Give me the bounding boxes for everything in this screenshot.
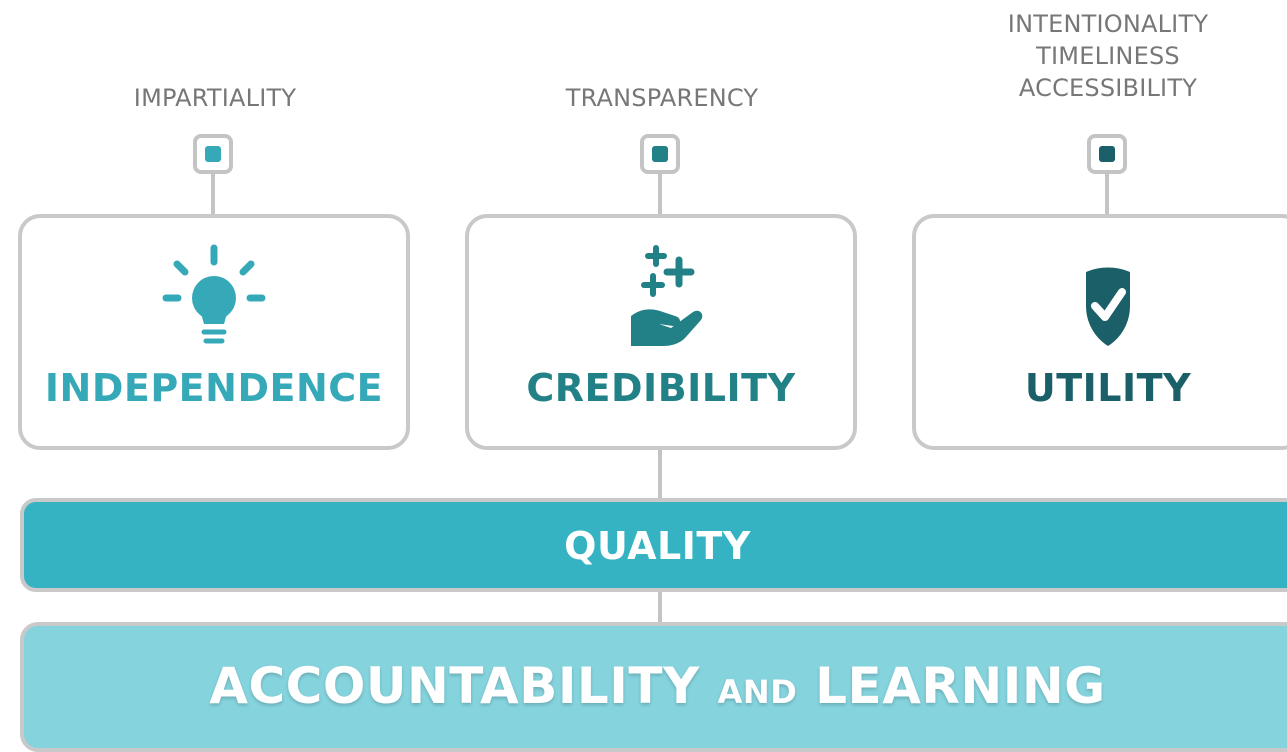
- utility-connector-node: [1087, 134, 1127, 174]
- independence-node-dot: [205, 146, 221, 162]
- foundation-label-part2: LEARNING: [815, 657, 1106, 715]
- independence-connector-line: [211, 174, 215, 216]
- criterion-intentionality: INTENTIONALITY: [1007, 10, 1209, 38]
- hand-with-sparkles-icon: [631, 245, 703, 346]
- credibility-card: CREDIBILITY: [465, 214, 857, 450]
- utility-node-dot: [1099, 146, 1115, 162]
- credibility-connector-line: [658, 174, 662, 216]
- quality-bar: QUALITY: [20, 498, 1287, 592]
- criterion-accessibility: ACCESSIBILITY: [1018, 74, 1198, 102]
- foundation-label-part1: ACCOUNTABILITY: [209, 657, 700, 715]
- independence-connector-node: [193, 134, 233, 174]
- shield-check-icon: [1086, 267, 1130, 346]
- accountability-learning-bar: ACCOUNTABILITY AND LEARNING: [20, 622, 1287, 752]
- lightbulb-icon: [162, 244, 266, 344]
- utility-card: UTILITY: [912, 214, 1287, 450]
- credibility-title: CREDIBILITY: [526, 366, 796, 410]
- utility-criteria-label: INTENTIONALITY TIMELINESS ACCESSIBILITY: [968, 8, 1248, 104]
- criterion-timeliness: TIMELINESS: [1036, 42, 1180, 70]
- foundation-label-connector: AND: [717, 673, 798, 711]
- independence-title: INDEPENDENCE: [44, 366, 384, 410]
- quality-label: QUALITY: [564, 524, 751, 568]
- utility-title: UTILITY: [1024, 366, 1192, 410]
- independence-card: INDEPENDENCE: [18, 214, 410, 450]
- credibility-node-dot: [652, 146, 668, 162]
- criterion-impartiality: IMPARTIALITY: [133, 84, 297, 112]
- independence-criteria-label: IMPARTIALITY: [95, 82, 335, 114]
- accountability-learning-label: ACCOUNTABILITY AND LEARNING: [24, 656, 1287, 722]
- credibility-connector-node: [640, 134, 680, 174]
- quality-to-foundation-line: [658, 590, 662, 624]
- credibility-criteria-label: TRANSPARENCY: [532, 82, 792, 114]
- credibility-to-quality-line: [658, 448, 662, 500]
- criterion-transparency: TRANSPARENCY: [565, 84, 759, 112]
- utility-connector-line: [1105, 174, 1109, 216]
